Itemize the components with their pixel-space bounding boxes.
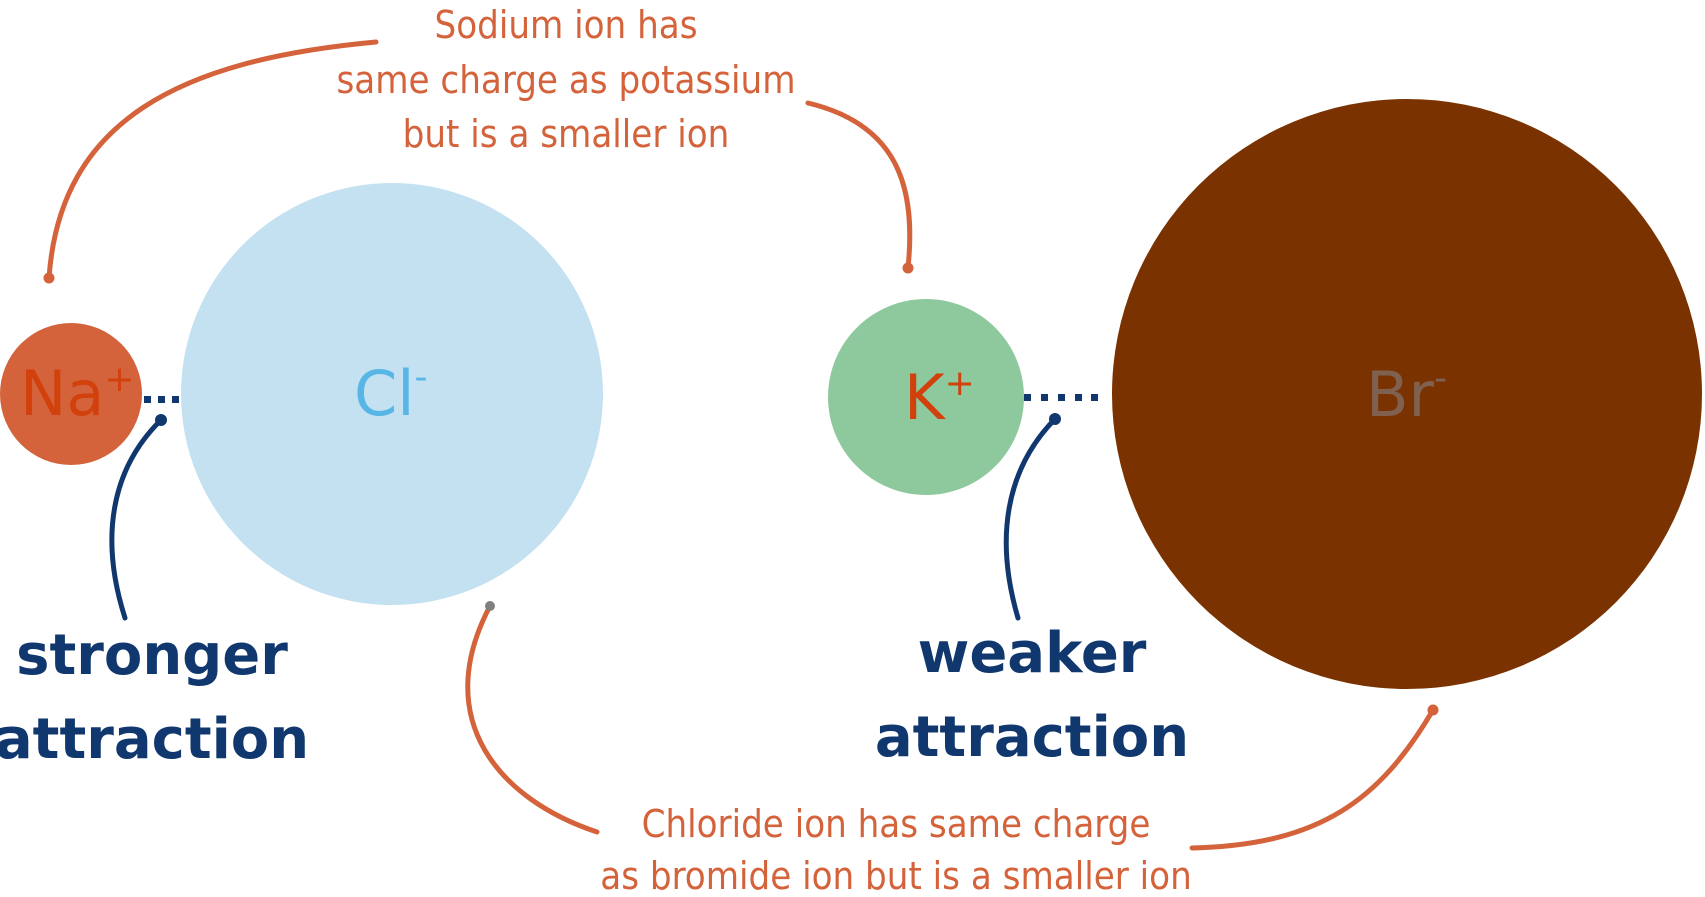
chloride-annotation: Chloride ion has same charge as bromide … [600, 802, 1192, 897]
sodium-ion-label: Na+ [20, 357, 135, 430]
chloride-ion-circle [181, 183, 603, 605]
stronger-attraction-connector [109, 417, 164, 621]
weaker-attraction-connector [1003, 416, 1058, 621]
sodium-note-line-2: same charge as potassium [336, 58, 795, 102]
bromide-ion-circle [1112, 99, 1702, 689]
potassium-ion-label: K+ [904, 361, 975, 434]
na-cl-attraction-dots [144, 396, 179, 403]
weaker-label-line-1: weaker [918, 621, 1147, 686]
sodium-annotation: Sodium ion has same charge as potassium … [336, 3, 795, 156]
potassium-connector-dot [902, 262, 914, 274]
chloride-ion-label: Cl- [354, 357, 428, 430]
stronger-label-line-2: attraction [0, 707, 309, 772]
weaker-label-line-2: attraction [875, 705, 1189, 770]
chloride-note-line-2: as bromide ion but is a smaller ion [600, 854, 1192, 897]
sodium-ion-circle [0, 323, 142, 465]
potassium-ion-circle [828, 299, 1024, 495]
weaker-connector-dot [1049, 413, 1061, 425]
sodium-note-line-3: but is a smaller ion [403, 112, 730, 156]
chloride-connector-dot [485, 601, 495, 611]
sodium-connector-dot [43, 272, 55, 284]
bromide-ion-label: Br- [1366, 358, 1447, 431]
chloride-note-line-1: Chloride ion has same charge [642, 802, 1151, 846]
stronger-connector-dot [155, 414, 167, 426]
stronger-attraction-label: stronger attraction [0, 623, 309, 772]
bromide-connector-dot [1427, 704, 1439, 716]
weaker-attraction-label: weaker attraction [875, 621, 1189, 770]
stronger-label-line-1: stronger [16, 623, 288, 688]
sodium-note-line-1: Sodium ion has [434, 3, 697, 47]
bromide-note-connector [1189, 707, 1436, 851]
chloride-note-connector [465, 603, 600, 835]
potassium-note-connector [805, 100, 913, 271]
sodium-note-connector [46, 39, 379, 281]
k-br-attraction-dots [1024, 394, 1098, 401]
